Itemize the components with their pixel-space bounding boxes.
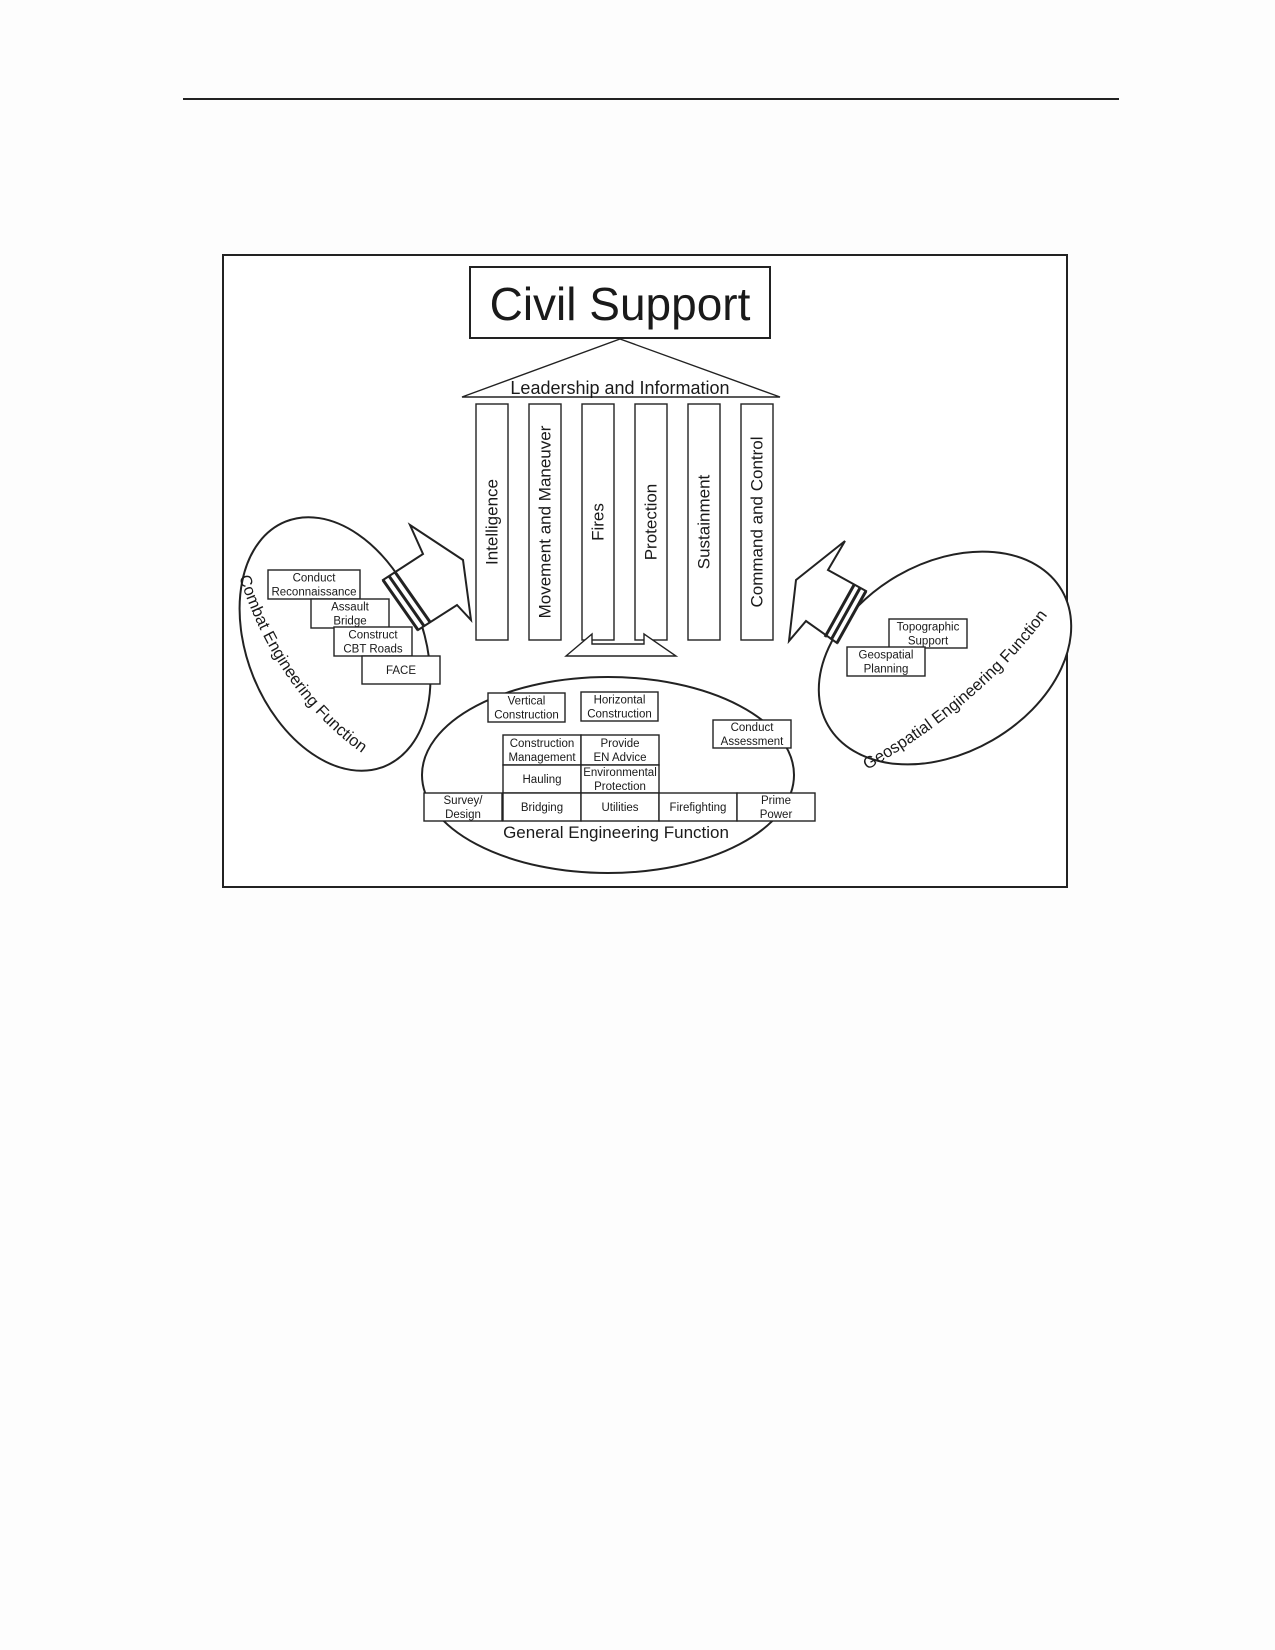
general-engineering-group: VerticalConstructionHorizontalConstructi… [421,632,816,874]
combat-box-label: FACE [386,665,416,677]
general-box-label: Construction [510,738,575,750]
general-box-provide-en-advice: Provide EN Advice [580,734,660,766]
pillar-sustainment: Sustainment [687,403,721,641]
pillar-label: Intelligence [483,479,502,565]
general-box-label: Environmental [583,767,657,779]
pillars: Intelligence Movement and Maneuver Fires Pr… [475,403,774,641]
general-box-label: Management [508,752,576,764]
geospatial-ellipse [817,550,1073,766]
general-box-label: Utilities [601,802,638,814]
general-box-label: Construction [494,710,559,722]
roof-label: Leadership and Information [510,378,729,398]
general-label: General Engineering Function [503,823,729,842]
combat-box-label: CBT Roads [343,644,402,656]
general-box-hauling: Hauling [502,764,582,794]
general-box-label: Survey/ [444,795,484,807]
general-box-label: Bridging [521,802,563,814]
geospatial-box-label: Planning [864,664,909,676]
combat-box-label: Assault [331,602,370,614]
general-box-label: EN Advice [593,752,646,764]
combat-box-label: Bridge [333,616,366,628]
geospatial-box-label: Topographic [897,622,960,634]
general-box-utilities: Utilities [580,792,660,822]
general-box-bridging: Bridging [502,792,582,822]
combat-box-label: Reconnaissance [271,587,356,599]
pillar-label: Fires [589,503,608,541]
general-box-label: Provide [601,738,640,750]
general-box-label: Design [445,809,481,821]
general-box-label: Conduct [731,722,775,734]
pillar-label: Movement and Maneuver [536,425,555,618]
general-up-arrow [564,632,679,657]
general-box-label: Horizontal [594,695,646,707]
general-box-label: Assessment [721,736,784,748]
general-box-firefighting: Firefighting [658,792,738,822]
combat-box-label: Construct [348,630,398,642]
pillar-intelligence: Intelligence [475,403,509,641]
general-box-label: Construction [587,709,652,721]
pillar-movement-and-maneuver: Movement and Maneuver [528,403,562,641]
geospatial-box-label: Support [908,636,949,648]
general-box-label: Prime [761,795,791,807]
general-box-label: Firefighting [670,802,727,814]
general-box-label: Power [760,809,793,821]
pillar-fires: Fires [581,403,615,641]
combat-engineering-group: ConductReconnaissanceAssaultBridgeConstr… [235,516,473,772]
general-box-label: Vertical [508,696,546,708]
pillar-command-and-control: Command and Control [740,403,774,641]
page-header-rule [183,98,1119,100]
combat-box-label: Conduct [293,573,337,585]
geospatial-box-label: Geospatial [859,650,914,662]
roof [461,338,781,398]
pillar-protection: Protection [634,403,668,641]
combat-box-face: FACE [361,655,441,685]
pillar-label: Sustainment [695,474,714,569]
general-box-label: Protection [594,781,646,793]
general-box-label: Hauling [523,774,562,786]
title-box [469,266,771,339]
pillar-label: Protection [642,484,661,561]
combat-arrow [381,522,473,632]
diagram-title: Civil Support [490,278,751,330]
pillar-label: Command and Control [748,436,767,607]
general-box-survey-design: Survey/Design [423,792,503,822]
